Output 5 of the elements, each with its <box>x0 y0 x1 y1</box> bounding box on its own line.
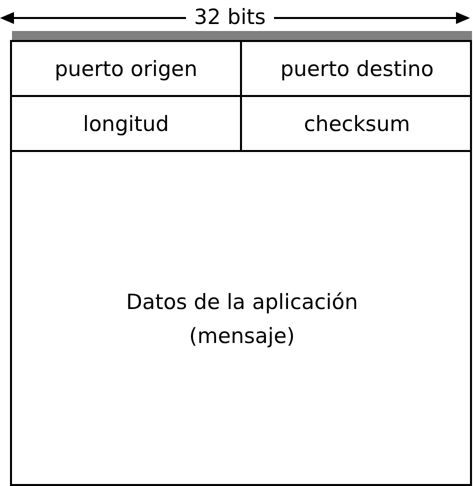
header-field: checksum <box>242 97 472 152</box>
header-field: puerto origen <box>12 42 242 97</box>
header-field: puerto destino <box>242 42 472 97</box>
header-field: Datos de la aplicación (mensaje) <box>12 152 472 486</box>
header-field: longitud <box>12 97 242 152</box>
